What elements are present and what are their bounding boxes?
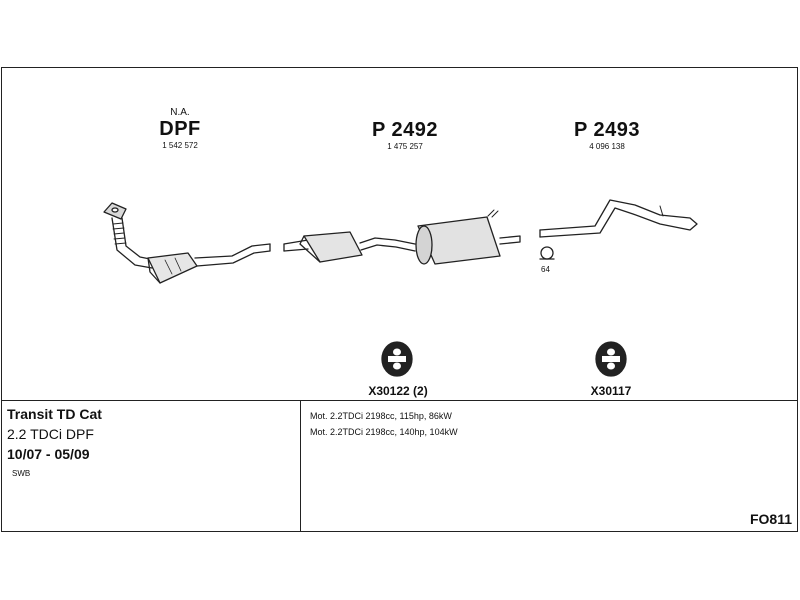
column-divider (300, 400, 301, 532)
rubber-hanger-icon (381, 341, 413, 377)
vehicle-variant: SWB (12, 469, 31, 478)
clamp-icon (539, 246, 555, 260)
part-code: P 2492 (371, 119, 439, 141)
p2492-assembly (283, 209, 521, 265)
part-number: 4 096 138 (589, 142, 625, 151)
part-dpf[interactable]: N.A. DPF 1 542 572 (130, 107, 230, 150)
engine-item: Mot. 2.2TDCi 2198cc, 115hp, 86kW (310, 411, 452, 421)
part-sub-label: N.A. (170, 107, 190, 118)
diagram-code: FO811 (749, 511, 792, 527)
part-p2493[interactable]: P 2493 4 096 138 (557, 119, 657, 151)
vehicle-engine: 2.2 TDCi DPF (7, 426, 94, 442)
part-number: 1 542 572 (162, 141, 198, 150)
p2493-assembly (539, 199, 698, 238)
info-divider (1, 400, 798, 401)
part-code: DPF (159, 118, 201, 140)
vehicle-years: 10/07 - 05/09 (7, 446, 90, 462)
engine-list: Mot. 2.2TDCi 2198cc, 115hp, 86kW Mot. 2.… (310, 408, 458, 440)
part-p2492[interactable]: P 2492 1 475 257 (355, 119, 455, 151)
dpf-assembly (103, 202, 271, 284)
rubber-hanger-icon (595, 341, 627, 377)
part-number: 1 475 257 (387, 142, 423, 151)
vehicle-model: Transit TD Cat (7, 406, 102, 422)
clamp-label: 64 (541, 265, 550, 274)
hanger-x30122[interactable]: X30122 (2) (368, 384, 428, 398)
part-code: P 2493 (573, 119, 641, 141)
engine-item: Mot. 2.2TDCi 2198cc, 140hp, 104kW (310, 427, 458, 437)
hanger-x30117[interactable]: X30117 (590, 384, 632, 398)
diagram-frame (1, 67, 798, 532)
